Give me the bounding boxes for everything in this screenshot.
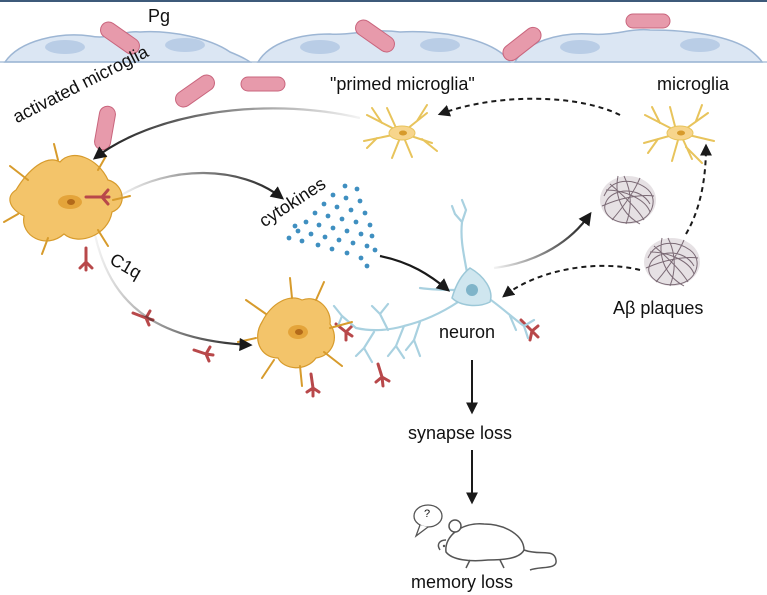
neuron-label: neuron bbox=[439, 322, 496, 342]
microglia-cell-icon bbox=[237, 277, 353, 387]
pg-bacterium-icon bbox=[175, 74, 215, 108]
memory-loss-label: memory loss bbox=[411, 572, 514, 592]
question-mark: ? bbox=[424, 508, 431, 520]
abeta-plaques-label: Aβ plaques bbox=[613, 298, 704, 318]
mouse-icon bbox=[437, 519, 557, 571]
pg-bacterium-icon bbox=[240, 76, 286, 92]
speech-bubble-icon bbox=[413, 504, 443, 538]
neuron-icon bbox=[332, 198, 536, 364]
arrows bbox=[92, 97, 712, 505]
pg-bacterium-icon bbox=[502, 26, 542, 62]
synapse-loss-label: synapse loss bbox=[408, 423, 513, 443]
pg-label: Pg bbox=[148, 6, 171, 26]
primed-microglia-icon bbox=[363, 104, 438, 159]
microglia-cell-icon bbox=[643, 104, 715, 164]
pg-bacterium-icon bbox=[355, 19, 395, 53]
pg-bacterium-icon bbox=[625, 13, 671, 29]
amyloid-plaque-icon bbox=[644, 237, 700, 287]
cytokine-dots bbox=[286, 183, 378, 269]
activated-microglia-icon bbox=[3, 143, 131, 255]
amyloid-plaque-icon bbox=[600, 175, 656, 225]
microglia-label: microglia bbox=[657, 74, 730, 94]
pg-bacterium-icon bbox=[94, 105, 116, 151]
top-border bbox=[0, 0, 767, 2]
primed-microglia-label: "primed microglia" bbox=[330, 74, 475, 94]
